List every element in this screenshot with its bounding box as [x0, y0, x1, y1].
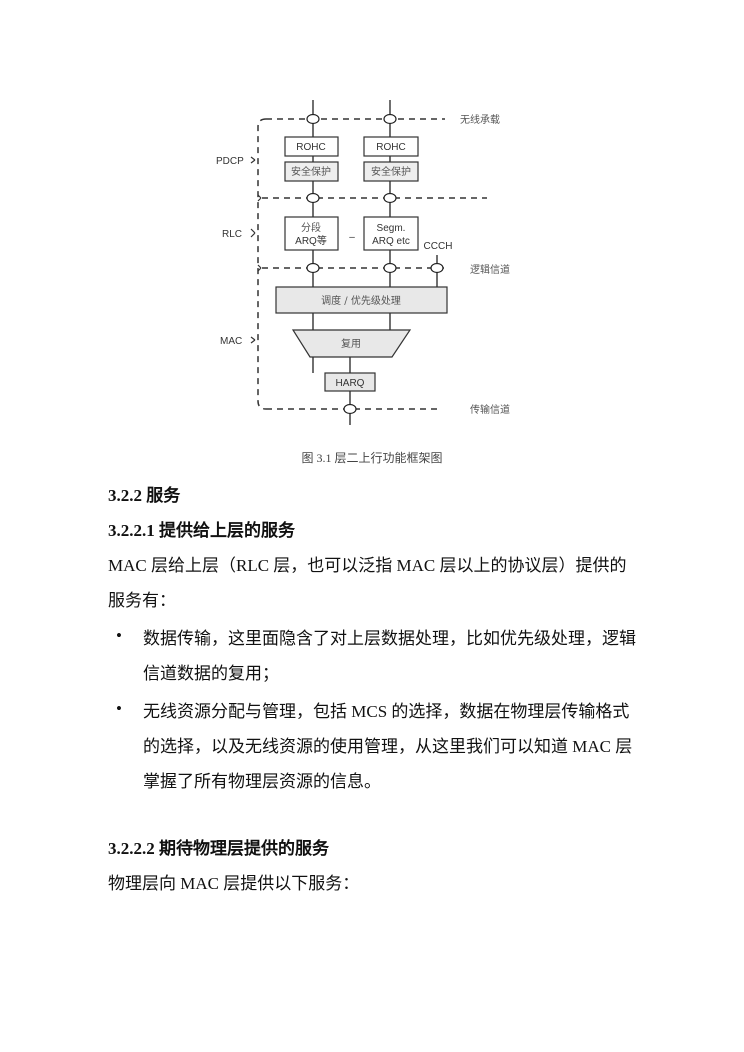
- security-label: 安全保护: [291, 165, 331, 178]
- harq-box: [324, 372, 376, 392]
- sap-node: [343, 403, 357, 415]
- bullet-text: 无线资源分配与管理，包括 MCS 的选择，数据在物理层传输格式: [143, 702, 630, 721]
- rlc-label: 分段: [301, 221, 321, 234]
- rlc-label: ARQ等: [295, 234, 327, 247]
- sap-node: [306, 192, 320, 204]
- ccch-label: CCCH: [424, 241, 453, 252]
- scheduling-box: [275, 286, 448, 314]
- rohc-box-1: [284, 136, 339, 157]
- mux-label: 复用: [341, 337, 361, 350]
- scheduling-label: 调度 / 优先级处理: [321, 294, 401, 307]
- layer2-uplink-diagram: ROHC ROHC 安全保护 安全保护 分段 ARQ等 Segm. ARQ et…: [216, 100, 510, 425]
- security-box-1: [284, 161, 339, 182]
- sap-node: [383, 192, 397, 204]
- pdcp-label: PDCP: [216, 156, 244, 167]
- rohc-label: ROHC: [376, 142, 405, 153]
- paragraph-line: 物理层向 MAC 层提供以下服务：: [108, 874, 360, 893]
- paragraph-line: MAC 层给上层（RLC 层，也可以泛指 MAC 层以上的协议层）提供的: [108, 556, 627, 575]
- rlc-label: Segm.: [377, 223, 406, 234]
- bullet-icon: •: [116, 626, 122, 645]
- mux-trapezoid: [291, 329, 412, 358]
- security-box-2: [363, 161, 419, 182]
- sap-node: [430, 262, 444, 274]
- security-label: 安全保护: [371, 165, 411, 178]
- rlc-box-1: [284, 216, 339, 251]
- rlc-box-2: [363, 216, 419, 251]
- bullet-text: 数据传输，这里面隐含了对上层数据处理，比如优先级处理，逻辑: [143, 629, 636, 648]
- rlc-label: ARQ etc: [372, 236, 410, 247]
- bullet-icon: •: [116, 699, 122, 718]
- paragraph-line: 服务有：: [108, 591, 176, 610]
- bullet-text: 的选择，以及无线资源的使用管理，从这里我们可以知道 MAC 层: [143, 737, 633, 756]
- harq-label: HARQ: [336, 378, 365, 389]
- sap-node: [306, 262, 320, 274]
- heading-3-2-2-1: 3.2.2.1 提供给上层的服务: [108, 521, 295, 540]
- radio-bearer-label: 无线承载: [460, 113, 500, 126]
- heading-3-2-2-2: 3.2.2.2 期待物理层提供的服务: [108, 839, 329, 858]
- transport-channel-label: 传输信道: [470, 403, 510, 416]
- mac-label: MAC: [220, 336, 242, 347]
- sap-node: [306, 113, 320, 125]
- layer-bracket: [257, 118, 267, 410]
- bullet-text: 掌握了所有物理层资源的信息。: [143, 772, 381, 791]
- bullet-text: 信道数据的复用；: [143, 664, 279, 683]
- dash-label: –: [349, 232, 355, 243]
- figure-caption: 图 3.1 层二上行功能框架图: [301, 451, 443, 465]
- logical-channel-label: 逻辑信道: [470, 263, 510, 276]
- sap-node: [383, 262, 397, 274]
- rohc-label: ROHC: [296, 142, 325, 153]
- sap-node: [383, 113, 397, 125]
- heading-3-2-2: 3.2.2 服务: [108, 486, 181, 505]
- rohc-box-2: [363, 136, 419, 157]
- rlc-layer-label: RLC: [222, 229, 242, 240]
